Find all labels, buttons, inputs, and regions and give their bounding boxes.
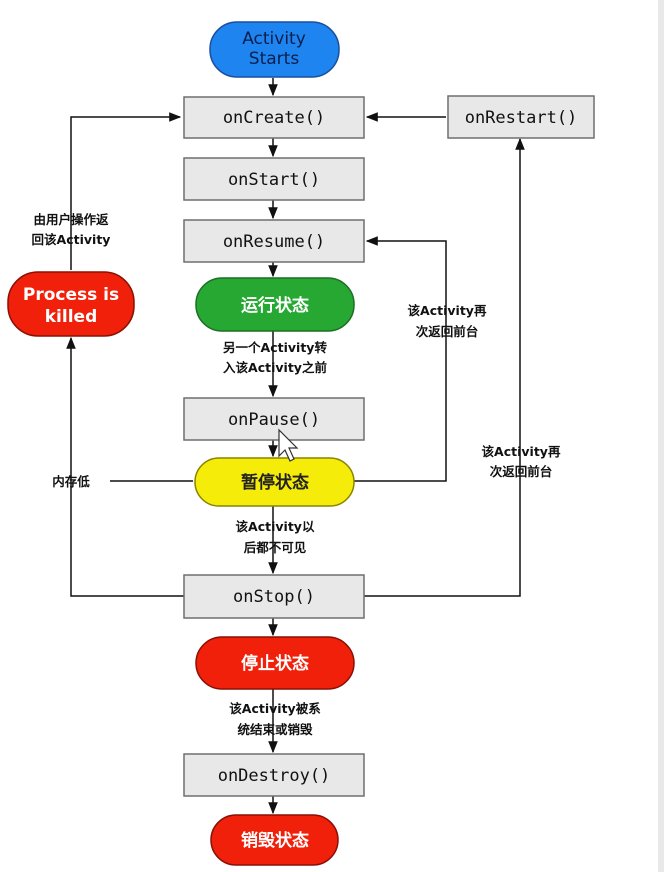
mouse-cursor-icon — [278, 428, 299, 462]
on-stop-box: onStop() — [183, 574, 365, 619]
note-invisible: 该Activity以 后都不可见 — [236, 519, 315, 555]
on-restart-box: onRestart() — [447, 95, 595, 139]
on-start-label: onStart() — [228, 170, 320, 190]
stopped-state-node: 停止状态 — [195, 636, 355, 690]
note-back-to-front-1: 该Activity再 次返回前台 — [408, 303, 487, 339]
window-edge — [658, 0, 664, 872]
on-create-label: onCreate() — [223, 108, 325, 128]
on-start-box: onStart() — [183, 157, 365, 201]
destroyed-state-label: 销毁状态 — [241, 830, 309, 851]
activity-starts-line-2: Starts — [249, 49, 300, 69]
note-back-to-front-2-line-1: 该Activity再 — [482, 444, 561, 459]
paused-state-label: 暂停状态 — [241, 472, 309, 493]
process-killed-line-2: killed — [45, 307, 98, 327]
on-destroy-label: onDestroy() — [218, 766, 331, 786]
note-back-to-front-1-line-1: 该Activity再 — [408, 303, 487, 318]
activity-starts-line-1: Activity — [242, 29, 306, 49]
paused-state-node: 暂停状态 — [194, 457, 355, 507]
process-killed-node: Process is killed — [7, 271, 135, 337]
process-killed-line-1: Process is — [23, 285, 119, 305]
killed-to-create-arrow — [70, 112, 182, 270]
note-back-to-front-1-line-2: 次返回前台 — [416, 324, 479, 339]
stopped-state-label: 停止状态 — [241, 653, 309, 674]
note-user-returns: 由用户操作返 回该Activity — [32, 212, 111, 247]
note-finished-line-2: 统结束或销毁 — [237, 722, 313, 737]
running-state-label: 运行状态 — [241, 295, 309, 316]
note-back-to-front-2: 该Activity再 次返回前台 — [482, 444, 561, 479]
stop-to-restart-arrow — [364, 137, 525, 597]
note-invisible-line-1: 该Activity以 — [236, 519, 315, 534]
on-pause-label: onPause() — [228, 410, 320, 430]
on-pause-box: onPause() — [183, 397, 365, 441]
running-state-node: 运行状态 — [195, 277, 355, 332]
note-user-returns-line-1: 由用户操作返 — [33, 212, 109, 227]
note-finished-line-1: 该Activity被系 — [229, 701, 321, 716]
paused-to-resume-arrow — [354, 236, 447, 482]
on-create-box: onCreate() — [183, 96, 365, 139]
stop-to-killed-arrow — [66, 336, 185, 597]
on-resume-label: onResume() — [223, 232, 325, 252]
note-another-activity: 另一个Activity转 入该Activity之前 — [223, 340, 327, 375]
destroyed-state-node: 销毁状态 — [210, 814, 339, 866]
note-invisible-line-2: 后都不可见 — [244, 540, 307, 555]
on-stop-label: onStop() — [233, 587, 315, 607]
on-destroy-box: onDestroy() — [183, 753, 365, 797]
activity-starts-node: Activity Starts — [209, 21, 340, 78]
note-another-activity-line-2: 入该Activity之前 — [223, 360, 327, 375]
note-low-memory: 内存低 — [52, 474, 90, 489]
note-finished: 该Activity被系 统结束或销毁 — [229, 701, 321, 737]
note-another-activity-line-1: 另一个Activity转 — [223, 340, 327, 355]
note-user-returns-line-2: 回该Activity — [32, 232, 111, 247]
on-resume-box: onResume() — [183, 219, 365, 263]
note-back-to-front-2-line-2: 次返回前台 — [490, 464, 553, 479]
on-restart-label: onRestart() — [465, 108, 578, 128]
